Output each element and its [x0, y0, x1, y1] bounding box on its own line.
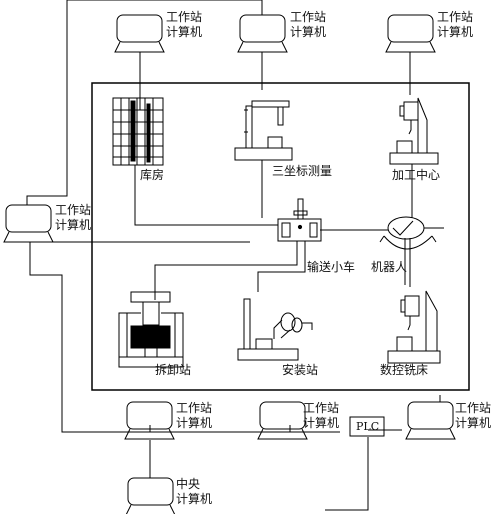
- machining-center-icon: [389, 97, 439, 165]
- workstation-label: 工作站 计算机: [176, 401, 212, 431]
- cmm-machine-icon: [234, 100, 293, 161]
- workstation-label-line1: 工作站: [176, 401, 213, 415]
- workstation-label: 工作站 计算机: [303, 401, 339, 431]
- station-label-warehouse: 库房: [140, 168, 165, 182]
- computer-icon: [385, 14, 436, 53]
- station-label-robot: 机器人: [371, 260, 408, 274]
- station-label-transfer-cart: 输送小车: [307, 260, 356, 274]
- workstation-label-line2: 计算机: [290, 25, 327, 39]
- workstation-label: 工作站 计算机: [290, 10, 326, 40]
- workstation-label-line1: 工作站: [290, 10, 327, 24]
- workstation-label-line1: 工作站: [437, 10, 474, 24]
- central-label-line1: 中央: [176, 477, 201, 491]
- plc-box: [349, 416, 385, 437]
- workstation-label: 工作站 计算机: [437, 10, 473, 40]
- station-label-cnc-mill: 数控铣床: [380, 363, 429, 377]
- unloading-station-icon: [118, 291, 184, 368]
- station-label-cmm: 三坐标测量: [272, 164, 333, 178]
- computer-icon: [3, 204, 54, 243]
- central-label-line2: 计算机: [176, 492, 213, 506]
- workstation-label: 工作站 计算机: [55, 203, 91, 233]
- station-label-assembly: 安装站: [282, 363, 319, 377]
- computer-icon: [405, 401, 456, 440]
- network-wires: [26, 0, 441, 511]
- computer-icon: [114, 14, 165, 53]
- computer-icon: [257, 401, 308, 440]
- workstation-label-line1: 工作站: [455, 401, 491, 415]
- cnc-mill-icon: [387, 290, 441, 364]
- transfer-cart-icon: [277, 198, 322, 242]
- computer-icon: [124, 401, 175, 440]
- workstation-label: 工作站 计算机: [455, 401, 491, 431]
- computer-icon: [237, 14, 288, 53]
- fms-boundary: [91, 82, 470, 391]
- workstation-label-line1: 工作站: [303, 401, 340, 415]
- workstation-label-line2: 计算机: [166, 25, 203, 39]
- assembly-station-icon: [237, 298, 313, 361]
- workstation-label: 工作站 计算机: [166, 10, 202, 40]
- station-label-unloading: 拆卸站: [155, 363, 192, 377]
- workstation-label-line2: 计算机: [176, 416, 213, 430]
- plc-label: PLC: [356, 420, 380, 433]
- computer-icon: [125, 477, 176, 514]
- workstation-label-line2: 计算机: [455, 416, 491, 430]
- workstation-label-line2: 计算机: [437, 25, 474, 39]
- workstation-label-line1: 工作站: [55, 203, 92, 217]
- workstation-label-line2: 计算机: [55, 218, 92, 232]
- robot-icon: [372, 216, 444, 250]
- workstation-label-line1: 工作站: [166, 10, 203, 24]
- central-computer-label: 中央 计算机: [176, 477, 212, 507]
- station-label-machining-center: 加工中心: [392, 168, 441, 182]
- workstation-label-line2: 计算机: [303, 416, 340, 430]
- warehouse-rack-icon: [112, 97, 164, 166]
